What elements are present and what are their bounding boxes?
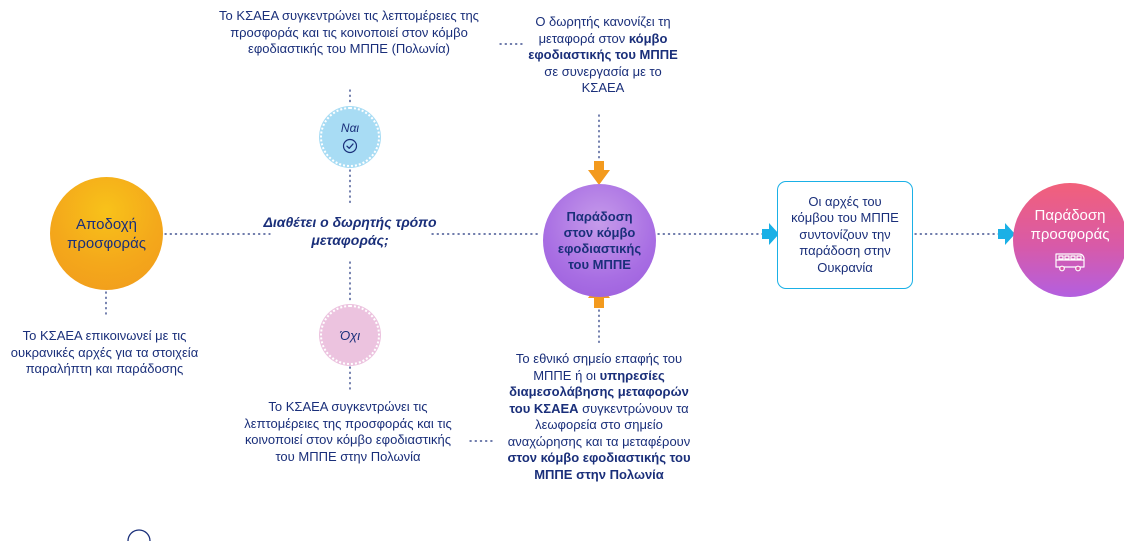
partial-circle-decoration <box>127 529 151 541</box>
ua-coordination-label: Οι αρχές του κόμβου του ΜΠΠΕ συντονίζουν… <box>791 193 899 275</box>
transport-question: Διαθέτει ο δωρητής τρόπο μεταφοράς; <box>263 214 437 248</box>
delivery-hub-node: Παράδοση στον κόμβο εφοδιαστικής του ΜΠΠ… <box>543 184 656 297</box>
note-bottom-center: Το ΚΣΑΕΑ συγκεντρώνει τις λεπτομέρειες τ… <box>244 399 452 464</box>
accept-offer-node: Αποδοχή προσφοράς <box>50 177 163 290</box>
check-circle-icon <box>342 138 358 153</box>
note-left-bottom: Το ΚΣΑΕΑ επικοινωνεί με τις ουκρανικές α… <box>10 328 199 376</box>
bus-icon <box>1055 253 1085 272</box>
note-bottom-right-part1: Το εθνικό σημείο επαφής του ΜΠΠΕ ή οι <box>515 351 683 383</box>
yes-circle: Ναι <box>320 107 380 167</box>
note-bottom-right-part2: υπηρεσίες διαμεσολάβησης μεταφορών του Κ… <box>509 367 689 416</box>
note-bottom-right-part4: στον κόμβο εφοδιαστικής του ΜΠΠΕ στην Πο… <box>507 450 691 482</box>
arrow-cyan-to-final <box>998 223 1015 245</box>
note-bottom-right-part3: συγκεντρώνουν τα λεωφορεία στο σημείο αν… <box>507 400 691 449</box>
note-top-right-part2: κόμβο εφοδιαστικής του ΜΠΠΕ <box>528 30 678 63</box>
note-top-right-part1: Ο δωρητής κανονίζει τη μεταφορά στον <box>535 14 671 46</box>
note-top-right: Ο δωρητής κανονίζει τη μεταφορά στον κόμ… <box>528 14 678 97</box>
delivery-hub-label: Παράδοση στον κόμβο εφοδιαστικής του ΜΠΠ… <box>557 208 642 272</box>
arrow-orange-down <box>588 161 610 185</box>
arrow-cyan-to-box <box>762 223 779 245</box>
yes-label: Ναι <box>340 120 360 135</box>
note-top-right-part3: σε συνεργασία με το ΚΣΑΕΑ <box>544 63 662 96</box>
no-label: Όχι <box>339 327 361 343</box>
final-delivery-node: Παράδοση προσφοράς <box>1013 183 1124 297</box>
no-circle: Όχι <box>320 305 380 365</box>
ua-coordination-box: Οι αρχές του κόμβου του ΜΠΠΕ συντονίζουν… <box>777 181 913 289</box>
accept-offer-label: Αποδοχή προσφοράς <box>67 215 146 252</box>
note-top-left: Το ΚΣΑΕΑ συγκεντρώνει τις λεπτομέρειες τ… <box>219 8 479 56</box>
note-bottom-right: Το εθνικό σημείο επαφής του ΜΠΠΕ ή οι υπ… <box>500 351 698 483</box>
final-delivery-label: Παράδοση προσφοράς <box>1030 207 1110 243</box>
